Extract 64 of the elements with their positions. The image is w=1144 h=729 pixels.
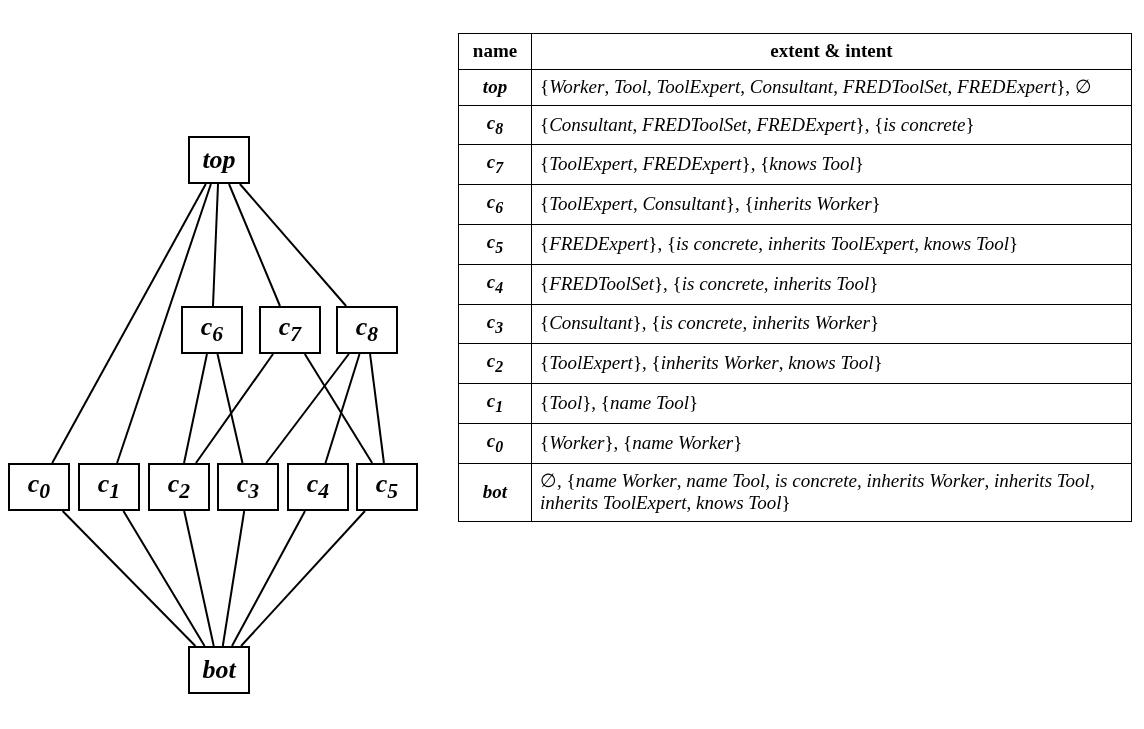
concept-box <box>336 306 398 354</box>
extent-intent-text: {Worker, Tool, ToolExpert, Consultant, FREDToolSet, FREDExpert}, ∅ <box>531 69 1132 106</box>
extent-intent-text: {Tool}, {name Tool} <box>531 383 1132 424</box>
concept-box <box>148 463 210 511</box>
connector-line <box>221 510 246 647</box>
connector-line <box>303 353 374 464</box>
concept-name: c$_{4}$ <box>458 264 532 304</box>
concept-label: c$_{0}$ <box>27 469 51 505</box>
concept-label: c$_{3}$ <box>236 469 260 505</box>
extent-intent-text: ∅, {name Worker, name Tool, is concrete, inherits Worker, inherits Tool, inherits ToolExpert, knows Tool} <box>531 463 1132 522</box>
concept-label: c$_{7}$ <box>278 312 302 348</box>
concept-name: c$_{2}$ <box>458 343 532 384</box>
concept-label: top <box>202 145 236 175</box>
concept-box <box>188 646 250 694</box>
concept-label: bot <box>202 655 236 685</box>
connector-line <box>324 353 361 464</box>
extent-intent-text: {Consultant, FREDToolSet, FREDExpert}, {is concrete} <box>531 105 1132 145</box>
concept-name: c$_{8}$ <box>458 105 532 145</box>
concept-box <box>356 463 418 511</box>
connector-line <box>183 353 208 464</box>
connector-line <box>212 183 219 307</box>
concept-name: top <box>458 69 532 106</box>
concept-name: c$_{7}$ <box>458 144 532 185</box>
concept-name: c$_{5}$ <box>458 224 532 265</box>
connector-line <box>231 510 306 647</box>
column-header: extent & intent <box>531 33 1132 70</box>
connector-line <box>183 510 215 647</box>
extent-intent-text: {FREDExpert}, {is concrete, inherits ToolExpert, knows Tool} <box>531 224 1132 265</box>
connector-line <box>238 183 348 307</box>
concept-label: c$_{4}$ <box>306 469 330 505</box>
concept-label: c$_{6}$ <box>200 312 224 348</box>
concept-name: bot <box>458 463 532 522</box>
connector-line <box>265 353 350 464</box>
connector-line <box>194 353 275 464</box>
connector-line <box>216 353 244 464</box>
connector-line <box>116 183 212 464</box>
concept-box <box>259 306 321 354</box>
connector-line <box>61 510 197 647</box>
concept-box <box>181 306 243 354</box>
concept-name: c$_{0}$ <box>458 423 532 464</box>
connector-line <box>369 353 385 464</box>
extent-intent-text: {ToolExpert}, {inherits Worker, knows Tool} <box>531 343 1132 384</box>
concept-box <box>8 463 70 511</box>
concept-box <box>78 463 140 511</box>
concept-label: c$_{2}$ <box>167 469 191 505</box>
concept-label: c$_{5}$ <box>375 469 399 505</box>
concept-box <box>217 463 279 511</box>
extent-intent-text: {Consultant}, {is concrete, inherits Worker} <box>531 304 1132 344</box>
concept-label: c$_{1}$ <box>97 469 121 505</box>
connector-line <box>122 510 206 647</box>
concept-name: c$_{6}$ <box>458 184 532 225</box>
concept-name: c$_{1}$ <box>458 383 532 424</box>
extent-intent-text: {FREDToolSet}, {is concrete, inherits Tool} <box>531 264 1132 304</box>
connector-line <box>228 183 281 307</box>
extent-intent-text: {ToolExpert, Consultant}, {inherits Worker} <box>531 184 1132 225</box>
connector-line <box>240 510 366 647</box>
concept-box <box>188 136 250 184</box>
column-header: name <box>458 33 532 70</box>
extent-intent-text: {Worker}, {name Worker} <box>531 423 1132 464</box>
connector-line <box>51 183 207 464</box>
concept-label: c$_{8}$ <box>355 312 379 348</box>
extent-intent-text: {ToolExpert, FREDExpert}, {knows Tool} <box>531 144 1132 185</box>
concept-name: c$_{3}$ <box>458 304 532 344</box>
concept-box <box>287 463 349 511</box>
